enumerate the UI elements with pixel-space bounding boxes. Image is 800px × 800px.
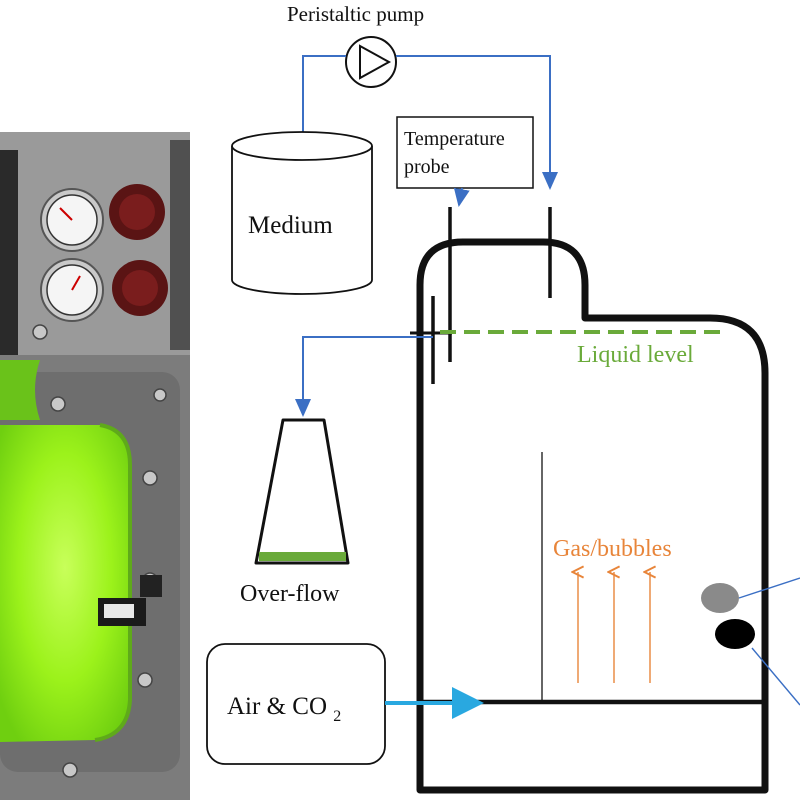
overflow-tubing — [295, 336, 433, 417]
pump-label: Peristaltic pump — [287, 2, 424, 26]
temperature-probe-callout: Temperature probe — [396, 116, 534, 207]
medium-label: Medium — [248, 212, 333, 239]
overflow-container — [254, 418, 350, 565]
probe-label-line1: Temperature — [404, 128, 505, 150]
pressure-gauge-top — [40, 188, 104, 252]
medium-reservoir — [231, 131, 373, 295]
air-co2-box: Air & CO 2 — [206, 643, 386, 765]
probe-label-line2: probe — [404, 156, 450, 178]
sensor-clip — [98, 575, 162, 626]
sensor-gray — [701, 577, 800, 613]
gas-bubbles-label: Gas/bubbles — [553, 536, 672, 562]
gas-flow-arrows — [578, 572, 650, 683]
photobioreactor-photo — [0, 132, 190, 800]
pressure-gauge-bottom — [40, 258, 104, 322]
air-co2-label: Air & CO — [227, 693, 327, 720]
overflow-label: Over-flow — [240, 581, 340, 607]
algae-culture-panel — [0, 360, 132, 742]
reactor-vessel — [416, 238, 769, 794]
medium-feed-tubing — [302, 55, 558, 190]
regulator-knob-bottom — [112, 260, 168, 316]
regulator-knob-top — [109, 184, 165, 240]
liquid-level-label: Liquid level — [577, 342, 694, 368]
overflow-outlet-tube — [410, 296, 452, 384]
co2-subscript: 2 — [333, 708, 341, 725]
svg-text:Air & CO 2: Air & CO 2 — [227, 693, 341, 725]
sensor-black — [715, 619, 800, 706]
peristaltic-pump-icon — [345, 36, 397, 88]
